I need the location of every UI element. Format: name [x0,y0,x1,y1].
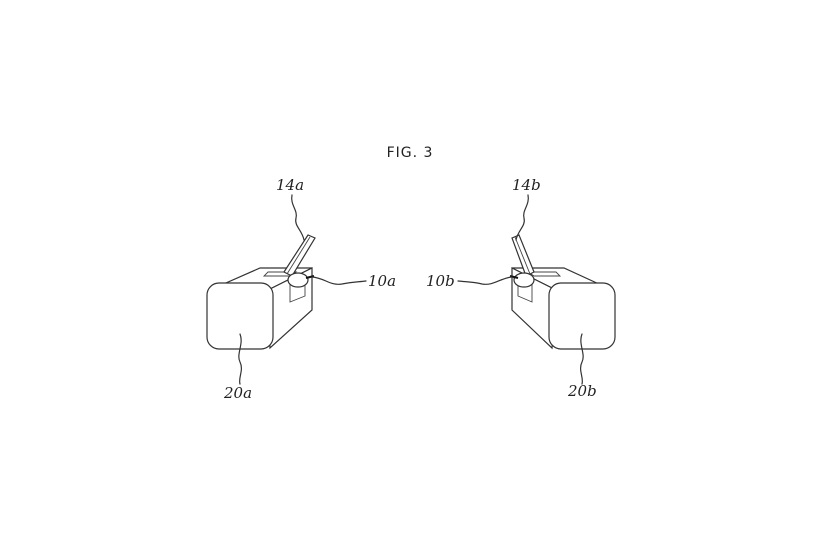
leader-20a [238,333,243,385]
label-20b: 20b [567,382,597,400]
label-20a: 20a [223,384,252,402]
clip-mark-right [509,275,519,279]
leader-10b [457,276,513,285]
lever-left-edge [286,236,311,275]
label-10b: 10b [426,272,455,290]
label-10a: 10a [368,272,396,290]
lever-right-edge [514,236,531,275]
pivot-left [287,272,309,288]
box-side-right [511,267,557,350]
top-slot-right [526,271,562,277]
leader-14a [291,194,305,241]
label-14b: 14b [512,176,541,194]
leader-10a [311,276,367,285]
figure-title: FIG. 3 [386,145,434,161]
box-front-right [548,282,616,350]
device-left [206,234,316,350]
device-right [509,234,616,350]
leader-20b [579,333,584,385]
clip-mark-left [305,275,315,279]
leader-14b [515,194,529,241]
pivot-right [513,272,535,288]
label-14a: 14a [276,176,304,194]
box-front-left [206,282,274,350]
